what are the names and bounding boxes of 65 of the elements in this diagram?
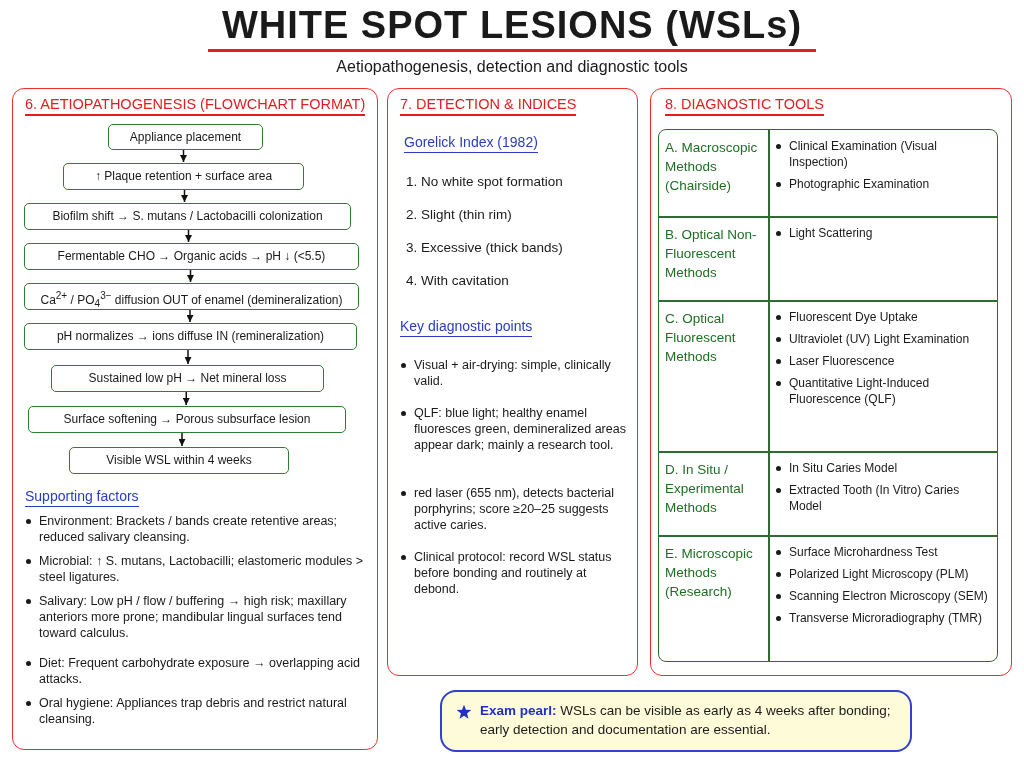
panel-heading: 8. DIAGNOSTIC TOOLS xyxy=(665,96,824,116)
process-box: ↑ Plaque retention + surface area xyxy=(63,163,304,190)
list-item: 4. With cavitation xyxy=(406,273,510,288)
process-box: Visible WSL within 4 weeks xyxy=(69,447,289,474)
method-category-cell: E. Microscopic Methods (Research) xyxy=(658,535,770,662)
bullet-item: Microbial: ↑ S. mutans, Lactobacilli; elastomeric modules > steel ligatures. xyxy=(23,553,368,585)
bullet-item: red laser (655 nm), detects bacterial porphyrins; score ≥20–25 suggests active caries. xyxy=(398,485,630,533)
list-item: 1. No white spot formation xyxy=(406,174,564,189)
bullet-item: Quantitative Light-Induced Fluorescence (QLF) xyxy=(773,375,993,407)
method-list-cell xyxy=(768,129,998,218)
arrow xyxy=(184,348,192,365)
note-text: Exam pearl: WSLs can be visible as early as 4 weeks after bonding; early detection and documentation are essential. xyxy=(480,702,892,739)
process-box: Surface softening → Porous subsurface lesion xyxy=(28,406,346,433)
method-category-cell: D. In Situ / Experimental Methods xyxy=(658,451,770,537)
method-category-cell: A. Macroscopic Methods (Chairside) xyxy=(658,129,770,218)
list-item: 3. Excessive (thick bands) xyxy=(406,240,564,255)
bullet-item: Laser Fluorescence xyxy=(773,353,993,369)
section-heading: Key diagnostic points xyxy=(400,318,533,337)
panel-heading: 7. DETECTION & INDICES xyxy=(400,96,577,116)
bullet-item: Diet: Frequent carbohydrate exposure → overlapping acid attacks. xyxy=(23,655,368,687)
bullet-item: Ultraviolet (UV) Light Examination xyxy=(773,331,993,347)
note-box xyxy=(440,690,912,752)
section-panel xyxy=(650,88,1012,676)
bullet-item: Environment: Brackets / bands create retentive areas; reduced salivary cleansing. xyxy=(23,513,368,545)
method-list-cell xyxy=(768,216,998,302)
arrow xyxy=(181,188,188,203)
method-list-cell xyxy=(768,451,998,537)
bullet-item: Oral hygiene: Appliances trap debris and restrict natural cleansing. xyxy=(23,695,368,727)
arrow xyxy=(182,390,190,406)
process-box: Ca$^{2+}$ / PO$_{4}$$^{3−}$ diffusion OUT of enamel (demineralization) xyxy=(24,283,359,310)
method-category-cell: C. Optical Fluorescent Methods xyxy=(658,300,770,453)
section-heading: Supporting factors xyxy=(25,488,139,507)
section-heading: Gorelick Index (1982) xyxy=(404,134,538,153)
process-box: Sustained low pH → Net mineral loss xyxy=(51,365,324,392)
section-panel xyxy=(12,88,378,750)
arrow xyxy=(185,228,192,243)
section-panel xyxy=(387,88,638,676)
bullet-item: Extracted Tooth (In Vitro) Caries Model xyxy=(773,482,993,514)
method-list-cell xyxy=(768,300,998,453)
bullet-item: Visual + air-drying: simple, clinically valid. xyxy=(398,357,630,389)
process-box: Appliance placement xyxy=(108,124,263,150)
process-box: Fermentable CHO → Organic acids → pH ↓ (<5.5) xyxy=(24,243,359,270)
list-item: 2. Slight (thin rim) xyxy=(406,207,513,222)
bullet-item: Salivary: Low pH / flow / buffering → high risk; maxillary anteriors more prone; mandibular lingual surfaces tend toward calculus. xyxy=(23,593,368,641)
bullet-item: Light Scattering xyxy=(773,225,993,241)
bullet-item: Scanning Electron Microscopy (SEM) xyxy=(773,588,993,604)
arrow xyxy=(187,268,194,283)
bullet-item: Transverse Microradiography (TMR) xyxy=(773,610,993,626)
process-box: Biofilm shift → S. mutans / Lactobacilli colonization xyxy=(24,203,351,230)
bullet-item: Clinical Examination (Visual Inspection) xyxy=(773,138,993,170)
bullet-item: Photographic Examination xyxy=(773,176,993,192)
bullet-item: QLF: blue light; healthy enamel fluoresces green, demineralized areas appear dark; mainly a research tool. xyxy=(398,405,630,453)
arrow xyxy=(180,148,187,163)
bullet-item: Fluorescent Dye Uptake xyxy=(773,309,993,325)
bullet-item: Clinical protocol: record WSL status before bonding and routinely at debond. xyxy=(398,549,630,597)
bullet-item: Surface Microhardness Test xyxy=(773,544,993,560)
title: WHITE SPOT LESIONS (WSLs) xyxy=(207,4,817,52)
bullet-item: In Situ Caries Model xyxy=(773,460,993,476)
process-box: pH normalizes → ions diffuse IN (remineralization) xyxy=(24,323,357,350)
method-list-cell xyxy=(768,535,998,662)
method-category-cell: B. Optical Non-Fluorescent Methods xyxy=(658,216,770,302)
bullet-item: Polarized Light Microscopy (PLM) xyxy=(773,566,993,582)
panel-heading: 6. AETIOPATHOGENESIS (FLOWCHART FORMAT) xyxy=(25,96,366,116)
arrow xyxy=(178,431,186,447)
arrow xyxy=(186,308,194,323)
